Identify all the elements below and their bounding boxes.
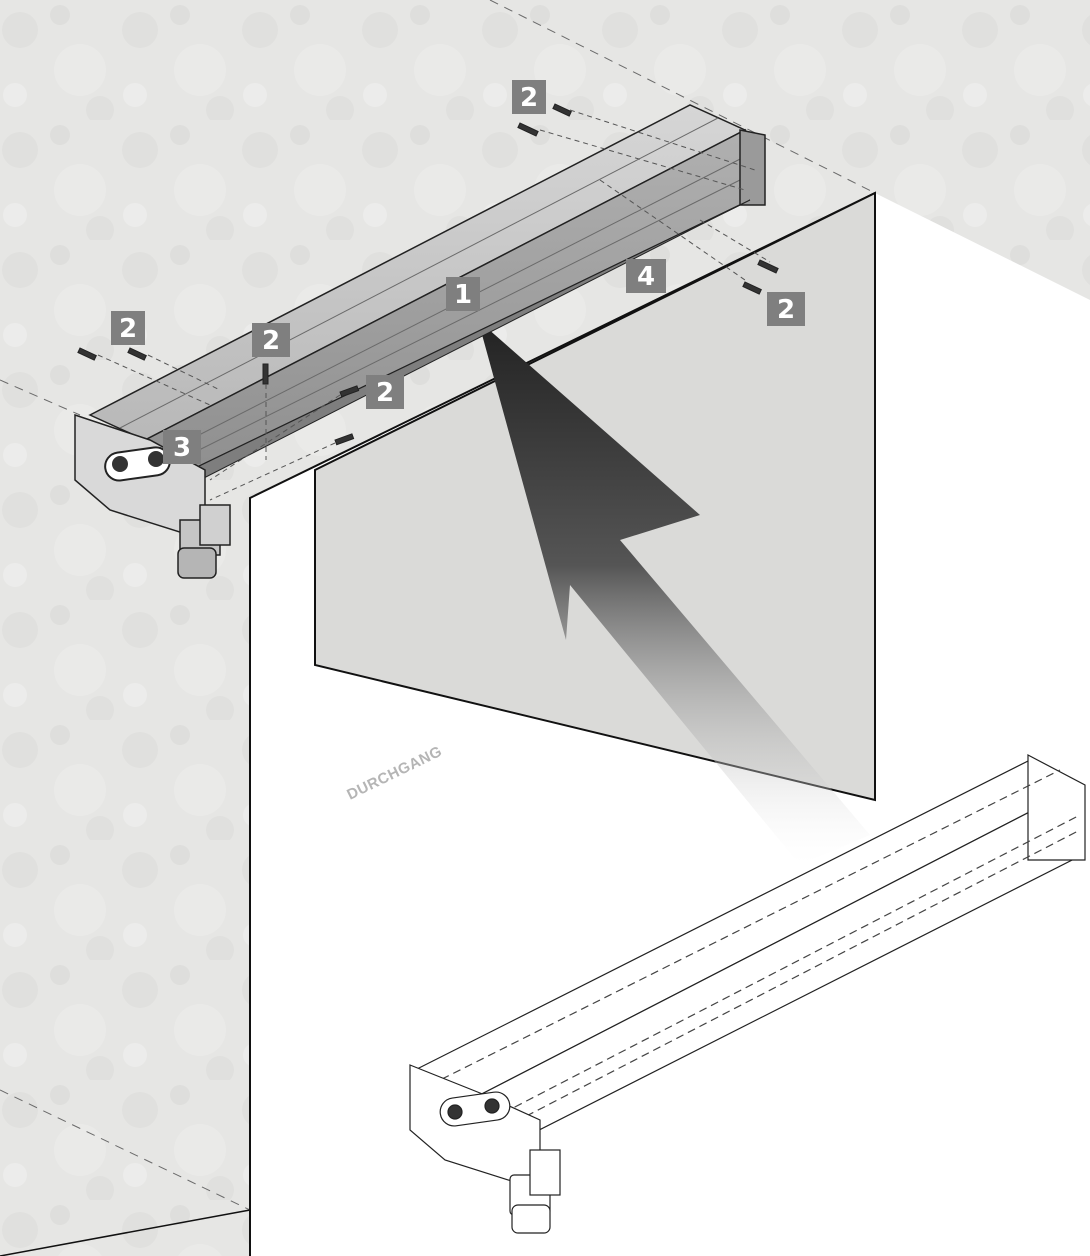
svg-text:3: 3 xyxy=(173,433,191,463)
svg-text:4: 4 xyxy=(637,262,655,292)
svg-text:2: 2 xyxy=(262,326,280,356)
svg-text:2: 2 xyxy=(119,314,137,344)
callout-3: 3 xyxy=(163,430,201,464)
lift-arrow xyxy=(478,320,870,865)
svg-text:2: 2 xyxy=(520,83,538,113)
callout-2-top: 2 xyxy=(512,80,546,114)
door-opening-outline xyxy=(249,192,876,1256)
callout-2-left: 2 xyxy=(111,311,145,345)
screw-guides xyxy=(97,109,771,501)
door-floor-edge xyxy=(0,1209,251,1256)
svg-text:2: 2 xyxy=(777,295,795,325)
callout-2-front: 2 xyxy=(366,375,404,409)
wall-edge-guides xyxy=(0,0,876,1211)
callout-2-center: 2 xyxy=(252,323,290,357)
svg-text:2: 2 xyxy=(376,378,394,408)
callout-2-right: 2 xyxy=(767,292,805,326)
callout-4: 4 xyxy=(626,259,666,293)
svg-text:1: 1 xyxy=(454,280,472,310)
callout-1: 1 xyxy=(446,277,480,311)
floor-roller-box xyxy=(409,754,1086,1234)
